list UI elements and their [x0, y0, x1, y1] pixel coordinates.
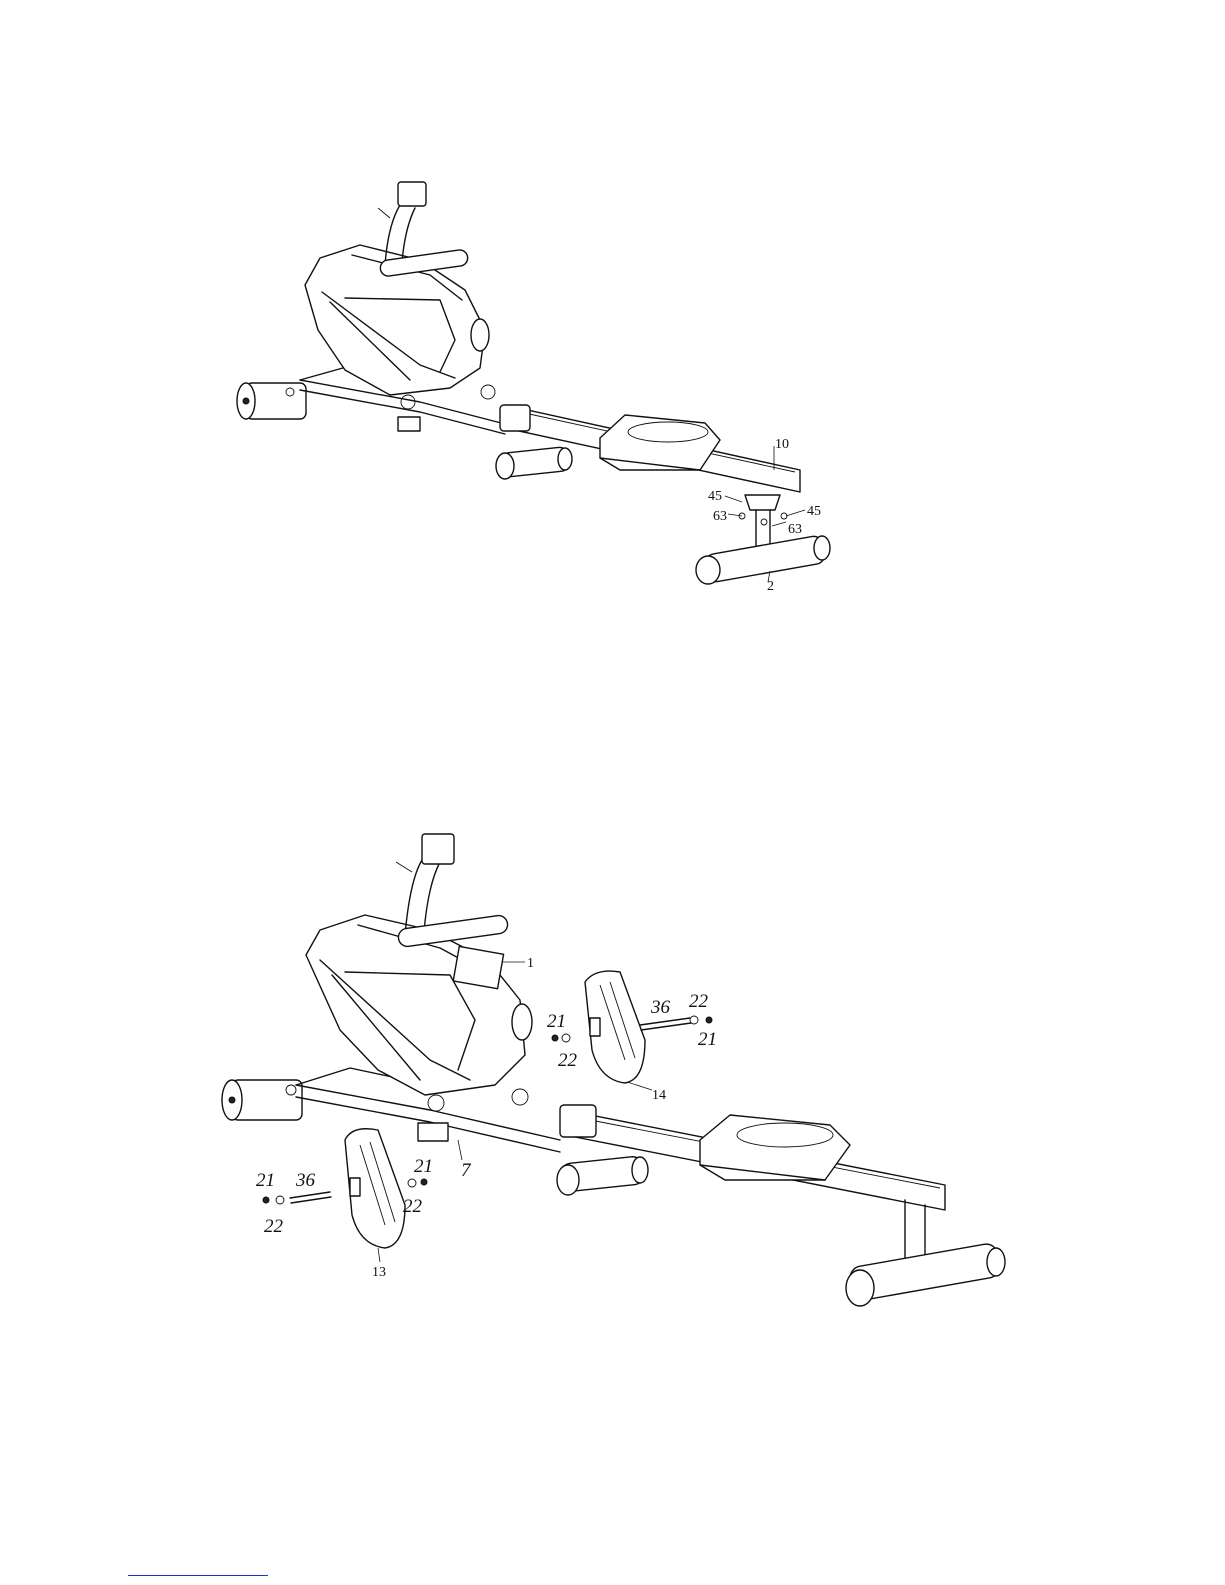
footer-link-underline[interactable] [128, 1575, 268, 1576]
part-label-36-a: 36 [650, 997, 671, 1018]
part-label-21-c: 21 [414, 1156, 433, 1177]
part-label-45-right: 45 [807, 504, 821, 519]
front-stabilizer [237, 383, 306, 419]
part-label-10: 10 [775, 437, 789, 452]
part-label-21-b: 21 [698, 1029, 717, 1050]
figure-top: 10 45 45 63 63 2 [237, 182, 830, 594]
part-label-1: 1 [527, 956, 534, 971]
part-label-63-right: 63 [788, 522, 802, 537]
part-label-7: 7 [461, 1160, 472, 1181]
part-label-13: 13 [372, 1265, 386, 1280]
figure-bottom: 1 21 22 36 22 21 14 7 21 22 21 36 22 13 [222, 834, 1005, 1306]
pedal-right [585, 971, 645, 1083]
part-label-14: 14 [652, 1088, 666, 1103]
part-label-21-d: 21 [256, 1170, 275, 1191]
part-label-21-a: 21 [547, 1011, 566, 1032]
roller [496, 446, 572, 479]
roller [557, 1156, 648, 1195]
part-label-22-d: 22 [264, 1216, 284, 1237]
part-label-36-b: 36 [295, 1170, 316, 1191]
pedal-left [345, 1129, 405, 1248]
part-label-22-a: 22 [558, 1050, 578, 1071]
rear-stabilizer [846, 1200, 1005, 1306]
front-stabilizer [222, 1080, 302, 1120]
part-label-2: 2 [767, 579, 774, 594]
part-label-45-left: 45 [708, 489, 722, 504]
part-label-63-left: 63 [713, 509, 727, 524]
seat-rail [560, 1105, 945, 1210]
handlebar [396, 834, 509, 948]
handlebar [378, 182, 469, 277]
part-label-22-b: 22 [689, 991, 709, 1012]
part-label-22-c: 22 [403, 1196, 423, 1217]
